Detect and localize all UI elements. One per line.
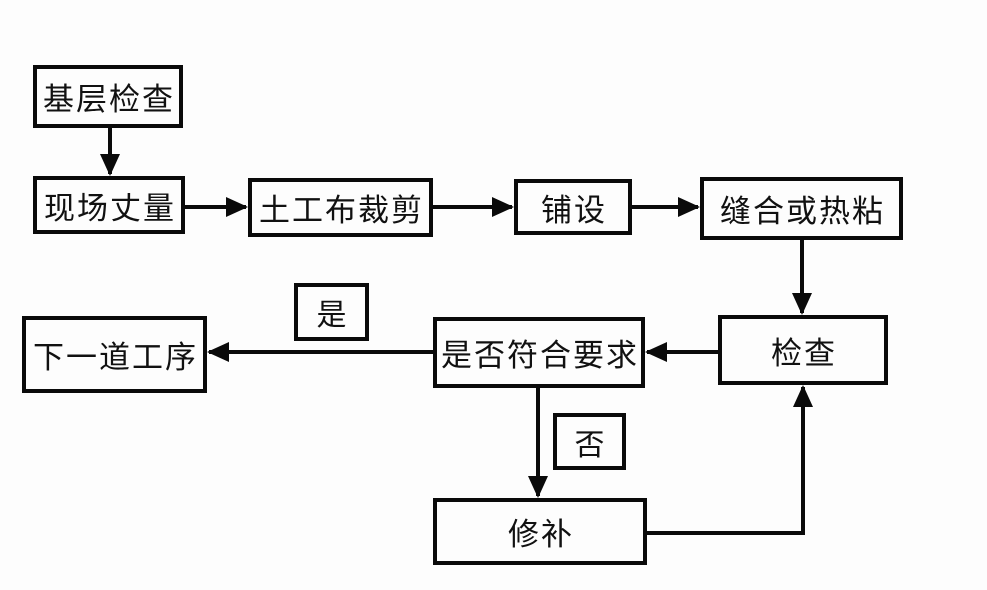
node-site-measure: 现场丈量 xyxy=(33,176,185,234)
node-inspect: 检查 xyxy=(718,315,888,385)
arrow-repair-to-inspect xyxy=(647,385,813,535)
node-base-check: 基层检查 xyxy=(33,65,183,128)
node-seam-or-heat-bond: 缝合或热粘 xyxy=(700,177,903,240)
node-geotextile-cut: 土工布裁剪 xyxy=(248,178,433,237)
node-lay: 铺设 xyxy=(514,179,632,235)
label-yes: 是 xyxy=(294,283,369,341)
node-meets-requirements: 是否符合要求 xyxy=(433,317,645,388)
label-no: 否 xyxy=(553,413,626,470)
node-repair: 修补 xyxy=(433,498,647,565)
node-next-process: 下一道工序 xyxy=(22,316,207,393)
